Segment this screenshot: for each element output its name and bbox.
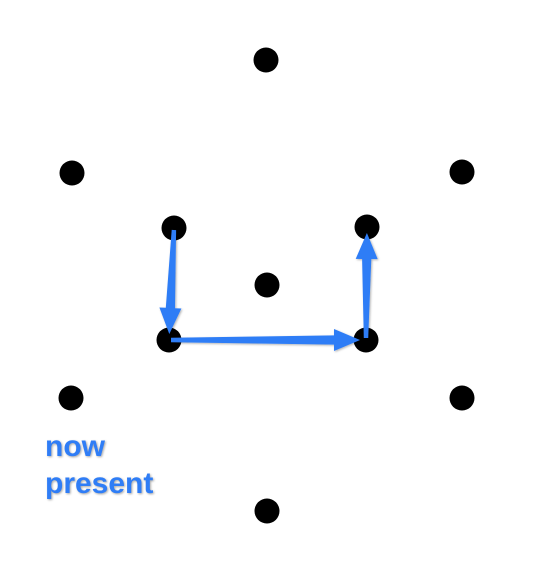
arrow-inner-lower-right-to-inner-upper-right (355, 233, 378, 338)
caption-line-present: present (45, 467, 154, 500)
dots-layer (58, 47, 475, 524)
dot-upper-right (449, 159, 475, 185)
dot-inner-upper-left (161, 215, 187, 241)
dot-inner-lower-left (156, 327, 182, 353)
dot-upper-left (59, 160, 85, 186)
dot-inner-upper-right (354, 214, 380, 240)
caption: now present (45, 428, 153, 502)
arrow-inner-lower-left-to-inner-lower-right (171, 329, 360, 351)
dot-lower-right (449, 385, 475, 411)
dot-center (254, 272, 280, 298)
arrow-inner-upper-left-to-inner-lower-left (159, 229, 182, 334)
dot-bottom (254, 498, 280, 524)
dot-lower-left (58, 385, 84, 411)
arrows-layer (159, 229, 378, 351)
dot-top (253, 47, 279, 73)
dot-inner-lower-right (353, 327, 379, 353)
caption-line-now: now (45, 430, 105, 463)
